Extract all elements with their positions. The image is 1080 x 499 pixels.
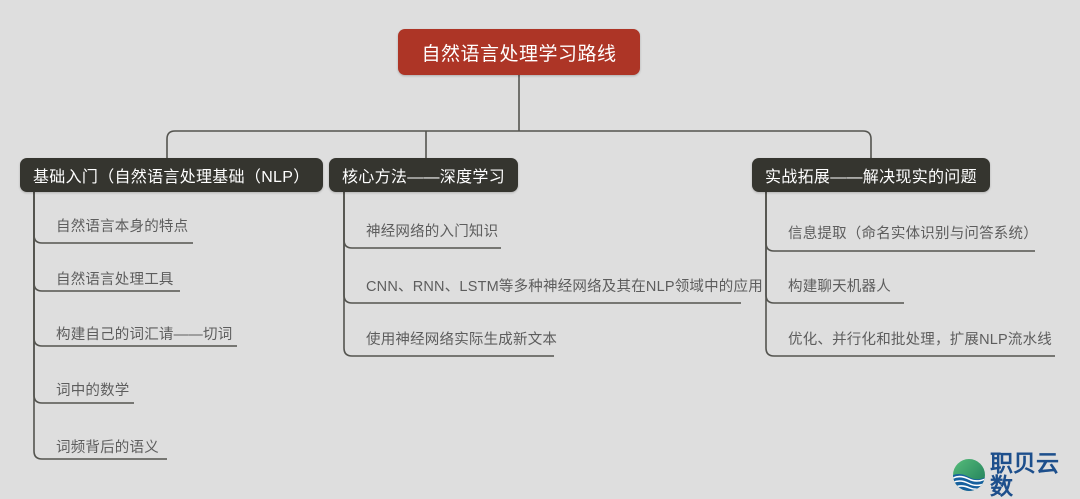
leaf-item[interactable]: 自然语言处理工具 <box>56 272 174 288</box>
leaf-wire-0-0 <box>33 192 193 244</box>
branch-bus <box>166 130 872 158</box>
watermark-logo: 职贝云数 <box>952 452 1080 498</box>
branch-node-core-methods[interactable]: 核心方法——深度学习 <box>329 158 519 192</box>
leaf-item[interactable]: 词频背后的语义 <box>56 440 159 456</box>
wave-circle-logo-icon <box>953 459 985 491</box>
root-node-label: 自然语言处理学习路线 <box>421 43 617 65</box>
branch-node-basics[interactable]: 基础入门（自然语言处理基础（NLP） <box>20 158 323 192</box>
branch-node-label: 核心方法——深度学习 <box>342 169 506 186</box>
leaf-item[interactable]: CNN、RNN、LSTM等多种神经网络及其在NLP领域中的应用 <box>366 279 763 295</box>
leaf-item[interactable]: 使用神经网络实际生成新文本 <box>366 332 558 348</box>
leaf-wire-0-2 <box>33 192 237 347</box>
leaf-item[interactable]: 优化、并行化和批处理，扩展NLP流水线 <box>788 332 1053 348</box>
watermark-brand-name: 职贝云数 <box>990 450 1059 499</box>
leaf-wire-2-0 <box>765 192 1035 252</box>
leaf-item[interactable]: 信息提取（命名实体识别与问答系统） <box>788 226 1038 242</box>
root-node[interactable]: 自然语言处理学习路线 <box>398 29 640 75</box>
branch-node-label: 实战拓展——解决现实的问题 <box>765 169 977 186</box>
leaf-item[interactable]: 构建聊天机器人 <box>788 279 891 295</box>
leaf-item[interactable]: 神经网络的入门知识 <box>366 224 499 240</box>
leaf-item[interactable]: 自然语言本身的特点 <box>56 219 189 235</box>
branch-node-label: 基础入门（自然语言处理基础（NLP） <box>33 169 310 186</box>
branch-node-practice[interactable]: 实战拓展——解决现实的问题 <box>752 158 990 192</box>
leaf-item[interactable]: 词中的数学 <box>56 383 130 399</box>
leaf-item[interactable]: 构建自己的词汇请——切词 <box>56 327 233 343</box>
